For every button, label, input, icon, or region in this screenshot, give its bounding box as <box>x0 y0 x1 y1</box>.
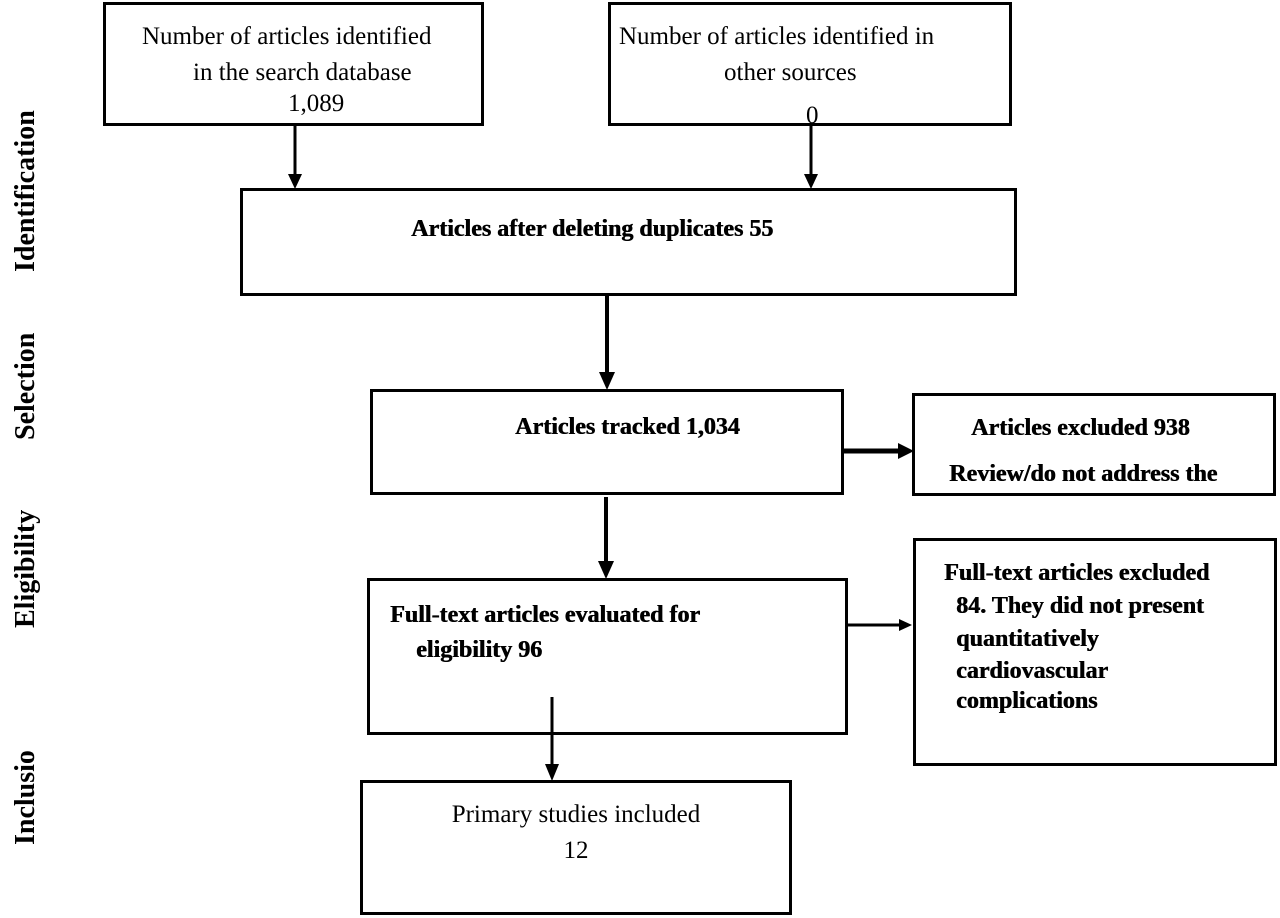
box-articles-tracked: Articles tracked 1,034 <box>370 389 844 495</box>
box-full-text-evaluated: Full-text articles evaluated for eligibi… <box>367 578 848 735</box>
arrow-head-tracked-down <box>598 561 614 579</box>
full-text-excluded-line-4: cardiovascular <box>956 658 1108 684</box>
arrow-head-full-text-down <box>545 764 559 781</box>
duplicates-text: Articles after deleting duplicates 55 <box>411 216 774 242</box>
box-after-duplicates: Articles after deleting duplicates 55 <box>240 188 1017 296</box>
tracked-text: Articles tracked 1,034 <box>515 414 740 440</box>
included-count: 12 <box>563 837 589 864</box>
other-sources-line-1: Number of articles identified in <box>619 23 935 50</box>
arrow-head-tracked-right <box>898 443 914 459</box>
full-text-excluded-line-1: Full-text articles excluded <box>944 560 1210 586</box>
arrow-head-database <box>288 174 302 189</box>
box-articles-excluded: Articles excluded 938 Review/do not addr… <box>912 393 1276 496</box>
box-full-text-excluded: Full-text articles excluded 84. They did… <box>913 538 1277 766</box>
database-line-1: Number of articles identified <box>142 23 432 50</box>
included-line-1: Primary studies included <box>451 801 701 828</box>
excluded-line-1: Articles excluded 938 <box>971 415 1190 441</box>
full-text-line-2: eligibility 96 <box>416 637 542 663</box>
full-text-excluded-line-2: 84. They did not present <box>956 593 1204 619</box>
arrow-head-full-text-right <box>899 619 912 631</box>
arrow-head-other <box>804 174 818 189</box>
full-text-excluded-line-3: quantitatively <box>956 626 1099 652</box>
box-search-database: Number of articles identified in the sea… <box>103 2 484 126</box>
full-text-line-1: Full-text articles evaluated for <box>390 602 700 628</box>
box-primary-studies: Primary studies included 12 <box>360 780 792 915</box>
other-sources-line-2: other sources <box>724 59 857 86</box>
box-other-sources: Number of articles identified in other s… <box>608 2 1012 126</box>
database-count: 1,089 <box>288 90 345 117</box>
arrow-head-duplicates <box>599 372 615 390</box>
other-sources-count: 0 <box>806 102 819 126</box>
database-line-2: in the search database <box>193 59 412 86</box>
full-text-excluded-line-5: complications <box>956 688 1098 714</box>
excluded-line-2: Review/do not address the <box>949 461 1218 487</box>
